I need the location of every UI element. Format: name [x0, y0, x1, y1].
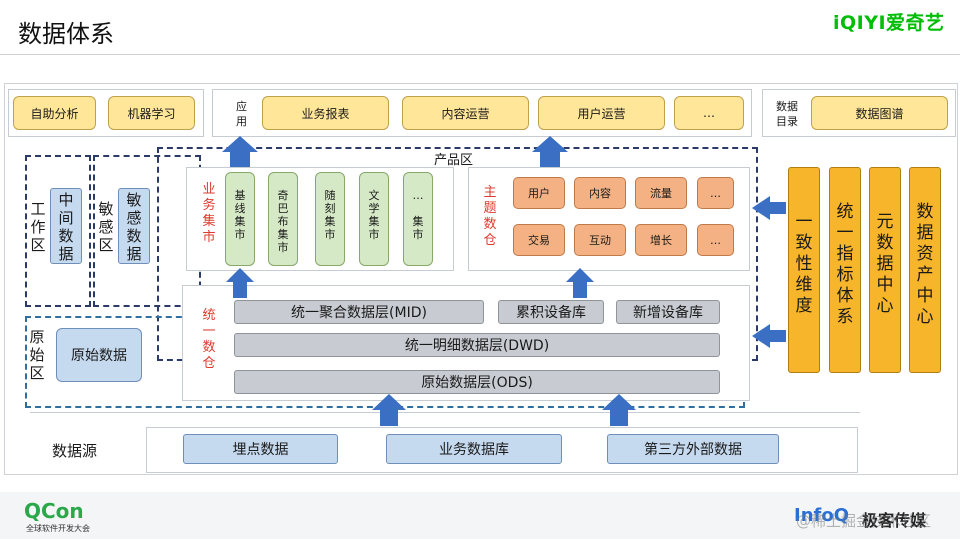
watermark: @稀土掘金技术社区	[796, 512, 932, 530]
diagram-frame	[4, 83, 958, 475]
metadata-center-bar[interactable]: 元 数 据 中 心	[869, 167, 901, 373]
machine-learning-box[interactable]: 机器学习	[108, 96, 195, 130]
cumulative-device-db[interactable]: 累积设备库	[498, 300, 604, 324]
theme-content[interactable]: 内容	[574, 177, 626, 209]
arrow-up-icon	[602, 394, 636, 426]
arrow-left-icon	[752, 196, 786, 220]
theme-trade[interactable]: 交易	[513, 224, 565, 256]
middle-data-box[interactable]: 中 间 数 据	[50, 188, 82, 264]
data-graph-box[interactable]: 数据图谱	[811, 96, 948, 130]
theme-interaction[interactable]: 互动	[574, 224, 626, 256]
user-ops-box[interactable]: 用户运营	[538, 96, 665, 130]
mid-layer[interactable]: 统一聚合数据层(MID)	[234, 300, 484, 324]
data-source-label: 数据源	[52, 442, 98, 460]
arrow-up-icon	[226, 268, 254, 298]
dwd-layer[interactable]: 统一明细数据层(DWD)	[234, 333, 720, 357]
mart-qibabu[interactable]: 奇 巴 布 集 市	[268, 172, 298, 266]
raw-data-box[interactable]: 原始数据	[56, 328, 142, 382]
more-apps-box[interactable]: …	[674, 96, 744, 130]
arrow-up-icon	[566, 268, 594, 298]
ods-layer[interactable]: 原始数据层(ODS)	[234, 370, 720, 394]
product-zone-label: 产品区	[432, 149, 476, 168]
app-label: 应 用	[236, 100, 247, 128]
header-divider	[0, 54, 960, 55]
mart-literature[interactable]: 文 学 集 市	[359, 172, 389, 266]
mart-baseline[interactable]: 基 线 集 市	[225, 172, 255, 266]
source-divider	[30, 412, 860, 413]
business-mart-label: 业 务 集 市	[202, 182, 216, 245]
business-db-box[interactable]: 业务数据库	[386, 434, 562, 464]
iqiyi-logo: iQIYI爱奇艺	[833, 12, 945, 34]
new-device-db[interactable]: 新增设备库	[616, 300, 720, 324]
arrow-up-icon	[222, 136, 258, 167]
content-ops-box[interactable]: 内容运营	[402, 96, 529, 130]
footer-bar	[0, 492, 960, 539]
geek-media-logo: 极客传媒	[862, 511, 927, 530]
mart-more[interactable]: … 集 市	[403, 172, 433, 266]
tracking-data-box[interactable]: 埋点数据	[183, 434, 338, 464]
infoq-logo: InfoQ	[794, 505, 850, 526]
theme-user[interactable]: 用户	[513, 177, 565, 209]
self-analysis-box[interactable]: 自助分析	[13, 96, 96, 130]
theme-growth[interactable]: 增长	[635, 224, 687, 256]
mart-suike[interactable]: 随 刻 集 市	[315, 172, 345, 266]
work-zone	[25, 155, 91, 307]
sensitive-zone-label: 敏 感 区	[98, 200, 114, 254]
qcon-subtitle: 全球软件开发大会	[26, 524, 90, 533]
unified-warehouse-label: 统 一 数 仓	[202, 308, 216, 371]
work-zone-label: 工 作 区	[30, 200, 46, 254]
sensitive-data-box[interactable]: 敏 感 数 据	[118, 188, 150, 264]
consistent-dimension-bar[interactable]: 一 致 性 维 度	[788, 167, 820, 373]
unified-metric-bar[interactable]: 统 一 指 标 体 系	[829, 167, 861, 373]
business-report-box[interactable]: 业务报表	[262, 96, 389, 130]
arrow-up-icon	[372, 394, 406, 426]
catalog-label: 数据 目录	[776, 100, 798, 128]
theme-more-1[interactable]: …	[697, 177, 734, 209]
theme-traffic[interactable]: 流量	[635, 177, 687, 209]
raw-zone-label: 原 始 区	[29, 328, 45, 382]
arrow-up-icon	[532, 136, 568, 167]
theme-more-2[interactable]: …	[697, 224, 734, 256]
qcon-logo: QCon	[24, 499, 84, 523]
page-title: 数据体系	[18, 20, 114, 48]
third-party-data-box[interactable]: 第三方外部数据	[607, 434, 779, 464]
data-asset-center-bar[interactable]: 数 据 资 产 中 心	[909, 167, 941, 373]
theme-warehouse-label: 主 题 数 仓	[483, 185, 497, 248]
arrow-left-icon	[752, 324, 786, 348]
